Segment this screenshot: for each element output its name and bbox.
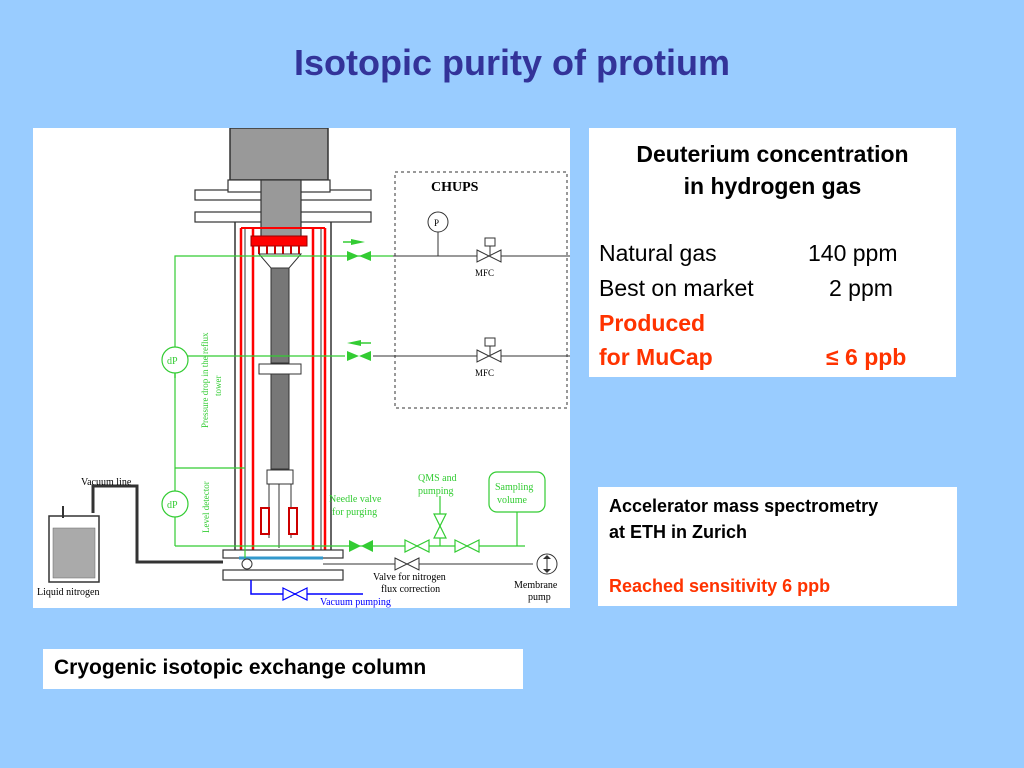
- mfc-top-label: MFC: [475, 268, 494, 278]
- ams-info-box: Accelerator mass spectrometry at ETH in …: [598, 487, 957, 606]
- mucap-row: for MuCap ≤ 6 ppb: [599, 344, 907, 370]
- valve-lower-green: [347, 351, 359, 361]
- level-detector-label: Level detector: [201, 481, 211, 533]
- svg-text:tower: tower: [213, 376, 223, 397]
- vacuum-valve: [282, 587, 297, 601]
- produced-row: Produced: [599, 310, 706, 336]
- svg-text:dP: dP: [167, 356, 178, 367]
- svg-text:volume: volume: [497, 495, 528, 506]
- svg-text:P: P: [434, 218, 439, 228]
- packed-column-upper: [270, 267, 290, 364]
- svg-text:pumping: pumping: [418, 486, 454, 497]
- page-title: Isotopic purity of protium: [294, 42, 730, 83]
- ams-line-1: Accelerator mass spectrometry: [609, 496, 879, 516]
- chups-label: CHUPS: [431, 180, 479, 195]
- packed-column-lower: [270, 373, 290, 470]
- svg-text:pump: pump: [528, 592, 551, 603]
- vacuum-line: [91, 484, 223, 564]
- ams-line-2: at ETH in Zurich: [609, 522, 748, 542]
- mfc-bottom-label: MFC: [475, 368, 494, 378]
- svg-text:for purging: for purging: [332, 507, 377, 518]
- column-diagram: CHUPS P MFC MFC dP: [33, 128, 570, 608]
- deuterium-info-box: Deuterium concentration in hydrogen gas …: [589, 128, 956, 377]
- valve-upper-green: [347, 251, 359, 261]
- liquid-nitrogen-label: Liquid nitrogen: [37, 587, 100, 598]
- deuterium-heading: Deuterium concentration in hydrogen gas: [636, 141, 909, 199]
- svg-text:Sampling: Sampling: [495, 482, 533, 493]
- qms-label: QMS and: [418, 473, 457, 484]
- needle-valve-label: Needle valve: [329, 494, 382, 505]
- pressure-drop-label: Pressure drop in the reflux: [200, 332, 210, 428]
- membrane-pump-label: Membrane: [514, 580, 558, 591]
- natural-gas-row: Natural gas 140 ppm: [599, 240, 898, 266]
- flow-arrow-out: [351, 239, 365, 245]
- nitrogen-valve: [394, 557, 409, 571]
- column-schematic: CHUPS P MFC MFC dP: [37, 128, 570, 608]
- svg-text:dP: dP: [167, 500, 178, 511]
- chups-box: [394, 171, 568, 409]
- ams-sensitivity: Reached sensitivity 6 ppb: [609, 576, 831, 596]
- needle-valve: [349, 540, 361, 552]
- flow-arrow-in: [347, 340, 361, 346]
- vacuum-line-label: Vacuum line: [81, 477, 132, 488]
- heater-left: [260, 507, 270, 535]
- svg-text:flux correction: flux correction: [381, 584, 440, 595]
- heater-block: [250, 235, 308, 247]
- heater-right: [288, 507, 298, 535]
- caption-box: Cryogenic isotopic exchange column: [43, 649, 523, 689]
- caption-text: Cryogenic isotopic exchange column: [54, 656, 427, 679]
- qms-valve: [433, 513, 447, 528]
- vacuum-pumping-label: Vacuum pumping: [320, 597, 391, 608]
- best-on-market-row: Best on market 2 ppm: [599, 275, 893, 301]
- nitrogen-valve-label: Valve for nitrogen: [373, 572, 446, 583]
- bottom-flange: [222, 569, 344, 581]
- cold-finger: [260, 179, 302, 239]
- cryocooler-head: [229, 128, 329, 181]
